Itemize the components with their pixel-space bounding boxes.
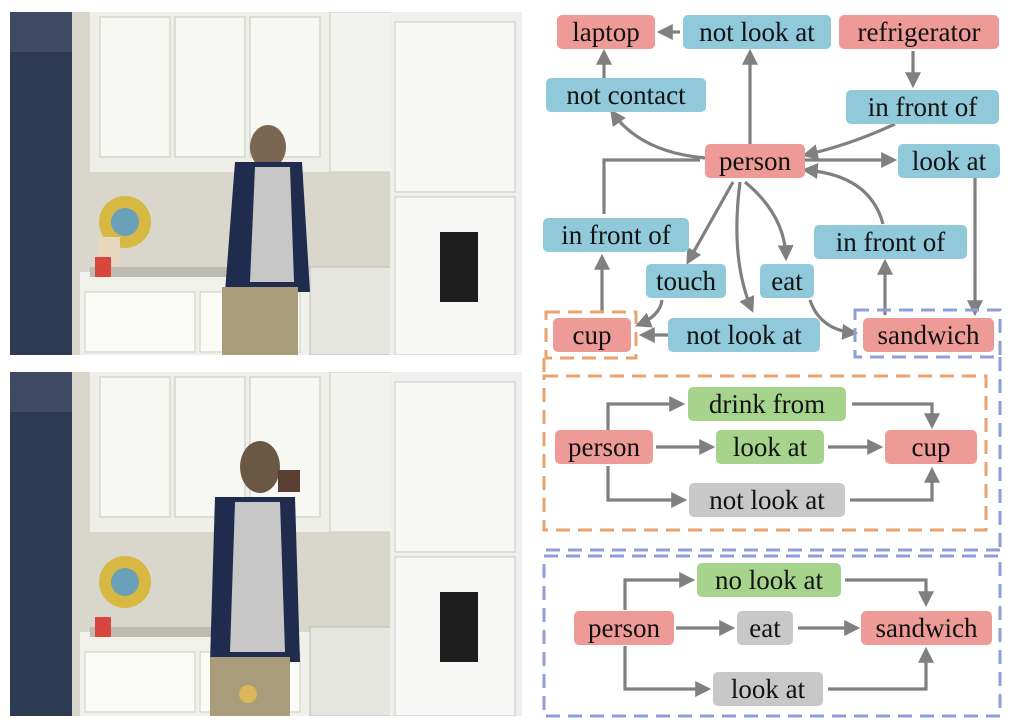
node-in-front-of-fridge: in front of [846, 90, 999, 124]
node-laptop: laptop [557, 15, 655, 49]
node-not-look-at-top: not look at [683, 15, 831, 49]
node-sandwich-graph-sandwich: sandwich [861, 611, 992, 645]
node-eat: eat [760, 264, 814, 298]
node-look-at: look at [898, 144, 1000, 178]
cup-subgraph-box [542, 374, 988, 532]
sandwich-subgraph-box [542, 554, 1002, 718]
node-in-front-of-cup: in front of [543, 218, 689, 252]
cup-highlight-box [544, 310, 638, 360]
node-not-look-at-cup: not look at [668, 318, 820, 352]
node-drink-from: drink from [688, 387, 846, 421]
node-cup-graph-not-look-at: not look at [689, 483, 845, 517]
video-frame-bottom [10, 372, 522, 716]
node-cup-graph-cup: cup [885, 430, 977, 464]
node-sandwich-graph-person: person [574, 611, 674, 645]
node-refrigerator: refrigerator [839, 15, 999, 49]
node-cup-graph-look-at: look at [716, 430, 824, 464]
node-no-look-at: no look at [697, 563, 841, 597]
node-cup-graph-person: person [555, 430, 653, 464]
node-person-main: person [705, 144, 805, 178]
node-sandwich-graph-look-at: look at [713, 672, 823, 706]
sandwich-highlight-box [853, 308, 1002, 359]
node-touch: touch [646, 264, 726, 298]
node-in-front-of-sandwich: in front of [814, 225, 967, 259]
node-cup-main: cup [553, 318, 631, 352]
node-sandwich-main: sandwich [863, 318, 994, 352]
node-not-contact: not contact [546, 78, 706, 112]
video-frame-top [10, 12, 522, 355]
node-sandwich-graph-eat: eat [737, 611, 793, 645]
